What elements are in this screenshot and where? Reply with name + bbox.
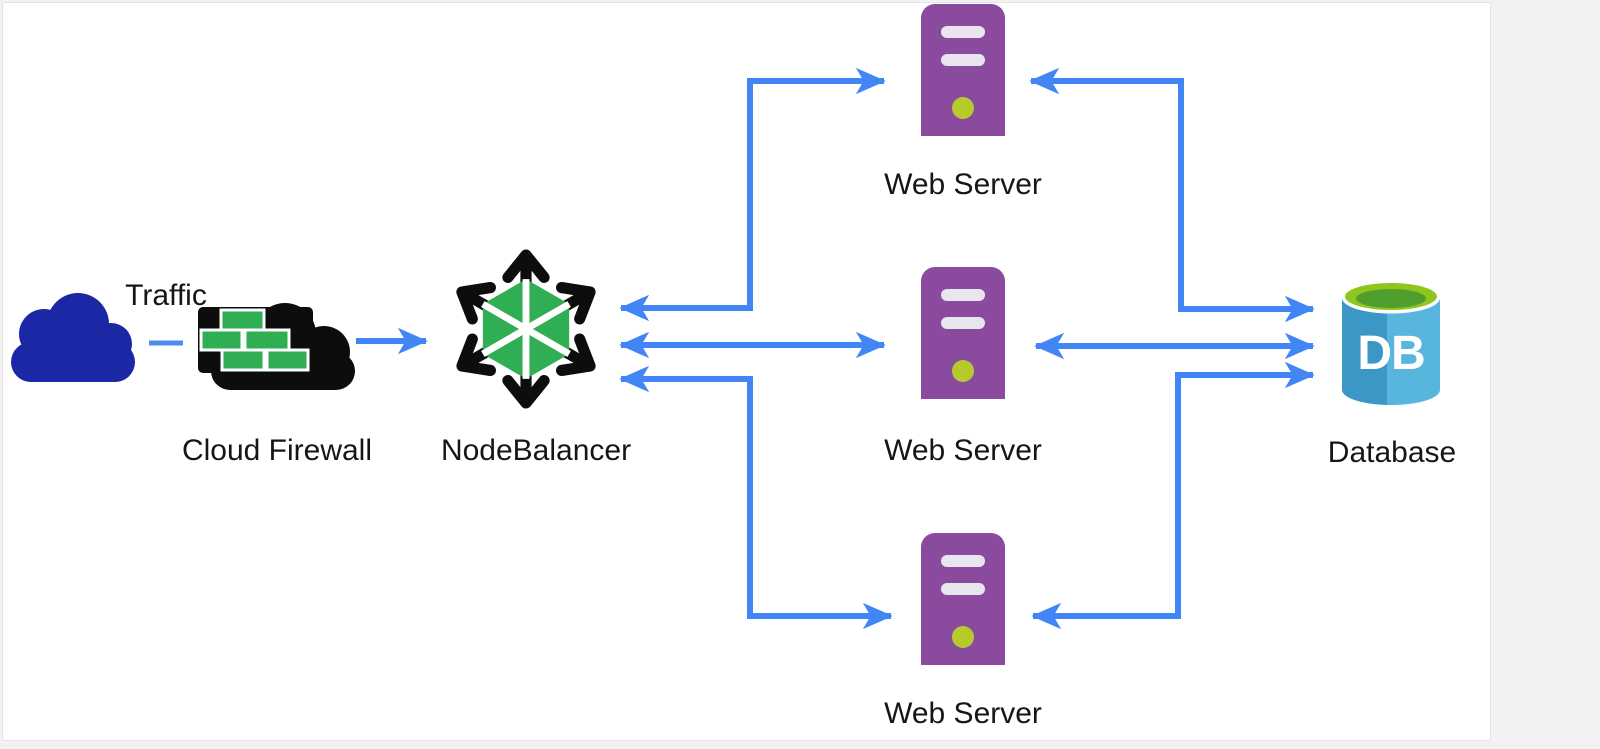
nodebalancer-label: NodeBalancer [440, 434, 632, 467]
db-badge-text: DB [1357, 327, 1424, 380]
edge-nodebalancer-webserver3 [619, 365, 893, 630]
web-server-1-label: Web Server [884, 168, 1042, 201]
traffic-label: Traffic [125, 279, 207, 312]
database-label: Database [1327, 436, 1457, 469]
web-server-1-icon [921, 4, 1005, 136]
edge-webserver1-database [1029, 67, 1315, 323]
edge-nodebalancer-webserver1 [619, 67, 886, 322]
database-icon: DB [1338, 272, 1444, 410]
nodebalancer-icon [440, 243, 612, 415]
traffic-cloud-icon [8, 284, 138, 384]
web-server-2-label: Web Server [884, 434, 1042, 467]
web-server-2-icon [921, 267, 1005, 399]
cloud-firewall-icon [197, 294, 355, 392]
cloud-firewall-label: Cloud Firewall [181, 434, 373, 467]
web-server-3-icon [921, 533, 1005, 665]
web-server-3-label: Web Server [884, 697, 1042, 730]
edge-webserver3-database [1031, 361, 1315, 630]
